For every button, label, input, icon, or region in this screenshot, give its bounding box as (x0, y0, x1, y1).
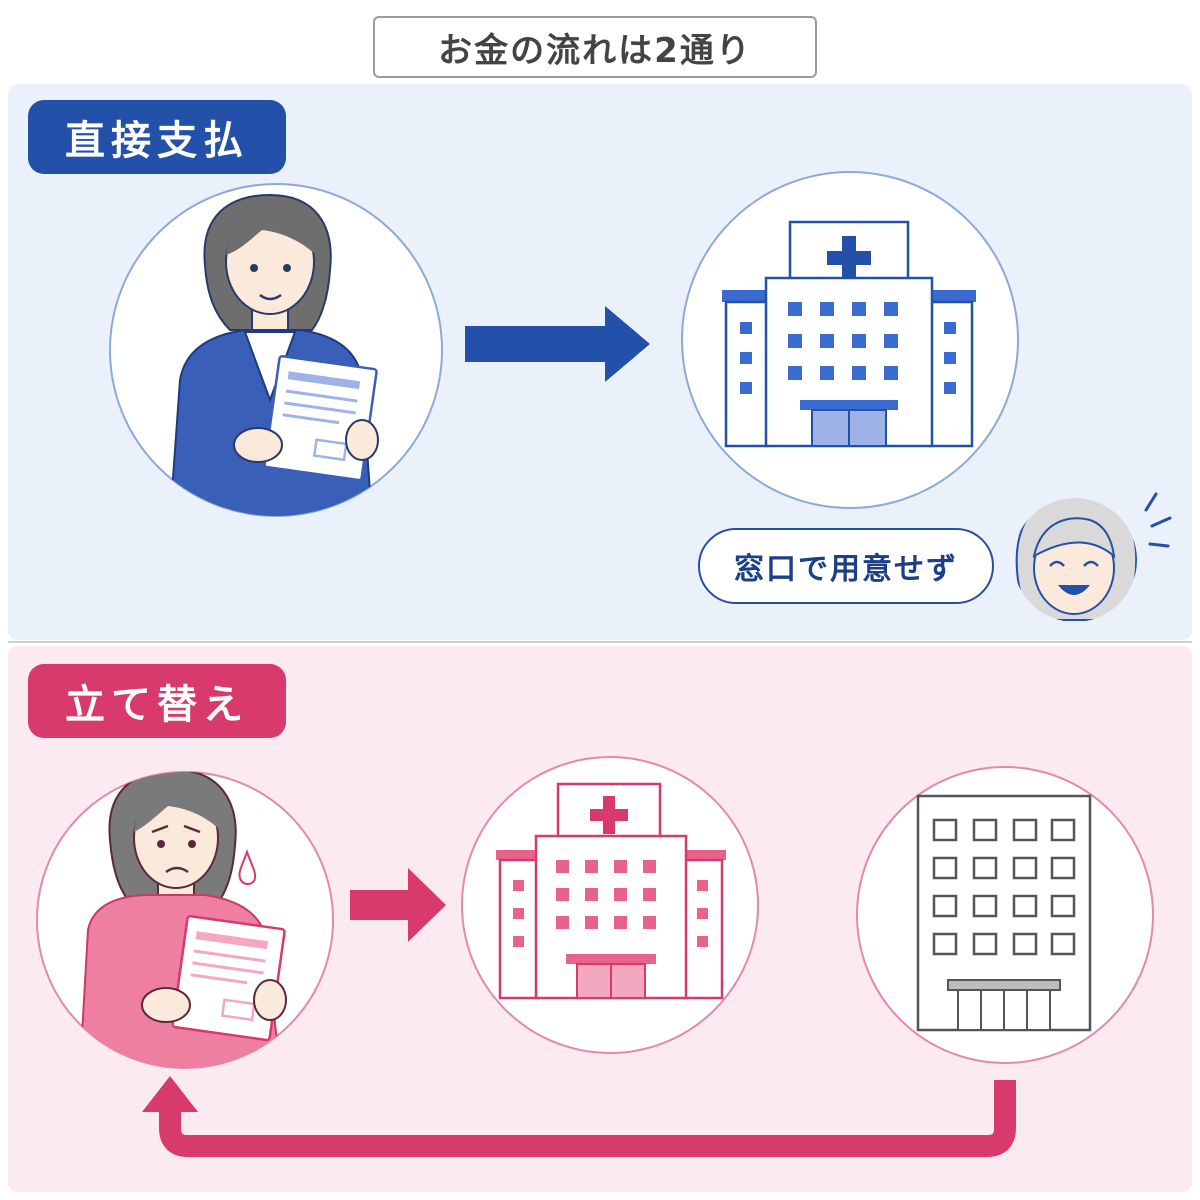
speech-bubble: 窓口で用意せず (698, 528, 994, 604)
woman-with-document-icon (109, 183, 443, 517)
hospital-icon (461, 756, 759, 1054)
worried-woman-icon (36, 771, 334, 1069)
office-building-icon (856, 766, 1154, 1064)
page-title: お金の流れは2通り (373, 16, 817, 78)
hospital-icon (681, 171, 1019, 509)
direct-payment-label: 直接支払 (28, 100, 286, 174)
happy-woman-icon (1013, 492, 1172, 622)
reimbursement-label: 立て替え (28, 664, 286, 738)
arrow-right-icon (350, 868, 446, 942)
section-divider (8, 641, 1192, 643)
arrow-right-icon (465, 306, 650, 382)
return-arrow-icon (142, 1076, 1016, 1157)
